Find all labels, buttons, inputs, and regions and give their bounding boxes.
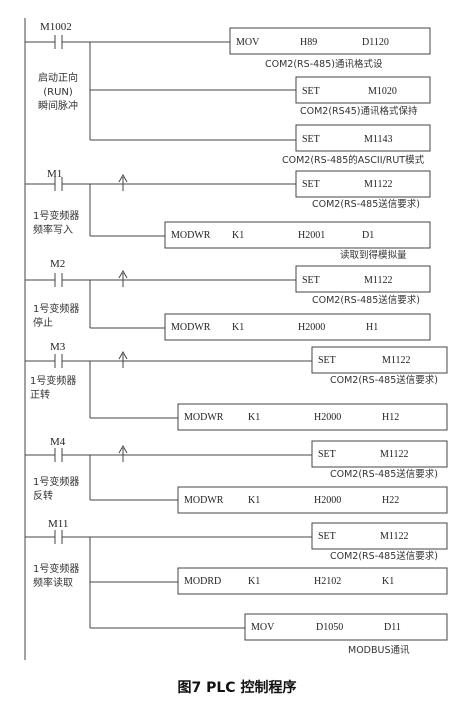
- instruction-arg: K1: [248, 576, 260, 587]
- rung-m1: M1 1号变频器 频率写入 SET M1122 COM2(RS-485送信要求)…: [25, 168, 431, 261]
- instruction-arg: H89: [300, 37, 317, 48]
- instruction-box-set: [311, 522, 448, 550]
- instruction-box-set: [295, 124, 431, 152]
- instruction-note: MODBUS通讯: [348, 645, 410, 656]
- rung-m3: M3 1号变频器 正转 SET M1122 COM2(RS-485送信要求) M…: [25, 341, 448, 431]
- instruction-note: COM2(RS-485的ASCII/RUT模式: [282, 154, 425, 166]
- instruction-op: MOV: [251, 622, 275, 633]
- instruction-arg: K1: [232, 230, 244, 241]
- instruction-note: COM2(RS-485送信要求): [330, 468, 438, 480]
- instruction-note: COM2(RS-485送信要求): [330, 550, 438, 562]
- instruction-box-mov: [244, 613, 448, 641]
- instruction-box-modwr: [177, 403, 448, 431]
- instruction-note: COM2(RS45)通讯格式保持: [300, 105, 418, 117]
- contact-label: M1: [47, 168, 62, 180]
- instruction-op: MODWR: [171, 322, 211, 333]
- instruction-arg: K1: [248, 495, 260, 506]
- instruction-note: 读取到得模拟量: [340, 249, 407, 261]
- instruction-arg: H2000: [314, 412, 341, 423]
- contact-label: M2: [50, 258, 65, 270]
- instruction-arg: H2001: [298, 230, 325, 241]
- instruction-note: COM2(RS-485送信要求): [312, 198, 420, 210]
- rising-edge-arrow-icon: [118, 444, 128, 454]
- instruction-arg: K1: [232, 322, 244, 333]
- instruction-arg: D1120: [362, 37, 389, 48]
- instruction-box-set: [295, 170, 431, 198]
- rung-comment-line: 频率读取: [33, 576, 73, 589]
- rung-comment-line: 1号变频器: [33, 475, 79, 488]
- instruction-box-modwr: [164, 313, 431, 341]
- rung-comment-line: 停止: [33, 316, 53, 329]
- instruction-op: SET: [302, 86, 320, 97]
- instruction-arg: M1143: [364, 134, 393, 145]
- instruction-op: MOV: [236, 37, 260, 48]
- rung-m2: M2 1号变频器 停止 SET M1122 COM2(RS-485送信要求) M…: [25, 258, 431, 341]
- rung-comment-line: 启动正向: [38, 71, 78, 84]
- instruction-note: COM2(RS-485送信要求): [330, 374, 438, 386]
- instruction-arg: H12: [382, 412, 399, 423]
- instruction-op: SET: [318, 449, 336, 460]
- rung-comment-line: 1号变频器: [33, 302, 79, 315]
- instruction-op: SET: [318, 531, 336, 542]
- rung-comment-line: 正转: [30, 388, 50, 401]
- instruction-box-modwr: [177, 486, 448, 514]
- instruction-arg: D1050: [316, 622, 343, 633]
- instruction-arg: M1020: [368, 86, 397, 97]
- rung-m11: M11 1号变频器 频率读取 SET M1122 COM2(RS-485送信要求…: [25, 518, 448, 656]
- instruction-op: SET: [302, 134, 320, 145]
- rung-comment-line: 1号变频器: [30, 374, 76, 387]
- contact-label: M1002: [40, 21, 72, 33]
- rung-comment-line: 反转: [33, 489, 53, 502]
- instruction-arg: H2102: [314, 576, 341, 587]
- rung-m1002: M1002 启动正向 (RUN) 瞬间脉冲 MOV H89 D1120 COM2…: [25, 21, 431, 166]
- instruction-arg: K1: [382, 576, 394, 587]
- instruction-op: SET: [318, 355, 336, 366]
- rising-edge-arrow-icon: [118, 269, 128, 279]
- rung-comment-line: 频率写入: [33, 223, 73, 236]
- instruction-op: MODRD: [184, 576, 221, 587]
- instruction-op: MODWR: [184, 495, 224, 506]
- instruction-box-set: [311, 440, 448, 468]
- instruction-box-set: [311, 346, 448, 374]
- instruction-op: MODWR: [184, 412, 224, 423]
- rung-comment-line: 瞬间脉冲: [38, 99, 78, 112]
- rung-comment-line: 1号变频器: [33, 562, 79, 575]
- instruction-op: SET: [302, 275, 320, 286]
- instruction-arg: M1122: [380, 449, 409, 460]
- instruction-arg: M1122: [380, 531, 409, 542]
- instruction-op: MODWR: [171, 230, 211, 241]
- instruction-box-modwr: [164, 221, 431, 249]
- instruction-arg: M1122: [382, 355, 411, 366]
- rung-m4: M4 1号变频器 反转 SET M1122 COM2(RS-485送信要求) M…: [25, 436, 448, 514]
- instruction-box-modrd: [177, 567, 448, 595]
- instruction-arg: H1: [366, 322, 378, 333]
- instruction-arg: H2000: [298, 322, 325, 333]
- instruction-box-set: [295, 76, 431, 104]
- instruction-note: COM2(RS-485)通讯格式设: [265, 58, 383, 70]
- instruction-arg: K1: [248, 412, 260, 423]
- instruction-note: COM2(RS-485送信要求): [312, 294, 420, 306]
- contact-label: M11: [48, 518, 68, 530]
- instruction-arg: M1122: [364, 275, 393, 286]
- rising-edge-arrow-icon: [118, 350, 128, 360]
- contact-label: M3: [50, 341, 66, 353]
- instruction-box-set: [295, 265, 431, 293]
- rung-comment-line: 1号变频器: [33, 209, 79, 222]
- instruction-arg: D11: [384, 622, 401, 633]
- rising-edge-arrow-icon: [118, 173, 128, 183]
- instruction-arg: D1: [362, 230, 374, 241]
- instruction-op: SET: [302, 179, 320, 190]
- rung-comment-line: (RUN): [43, 87, 73, 98]
- instruction-arg: M1122: [364, 179, 393, 190]
- instruction-box-mov: [229, 27, 431, 55]
- instruction-arg: H22: [382, 495, 399, 506]
- figure-caption: 图7 PLC 控制程序: [178, 679, 297, 696]
- contact-label: M4: [50, 436, 66, 448]
- instruction-arg: H2000: [314, 495, 341, 506]
